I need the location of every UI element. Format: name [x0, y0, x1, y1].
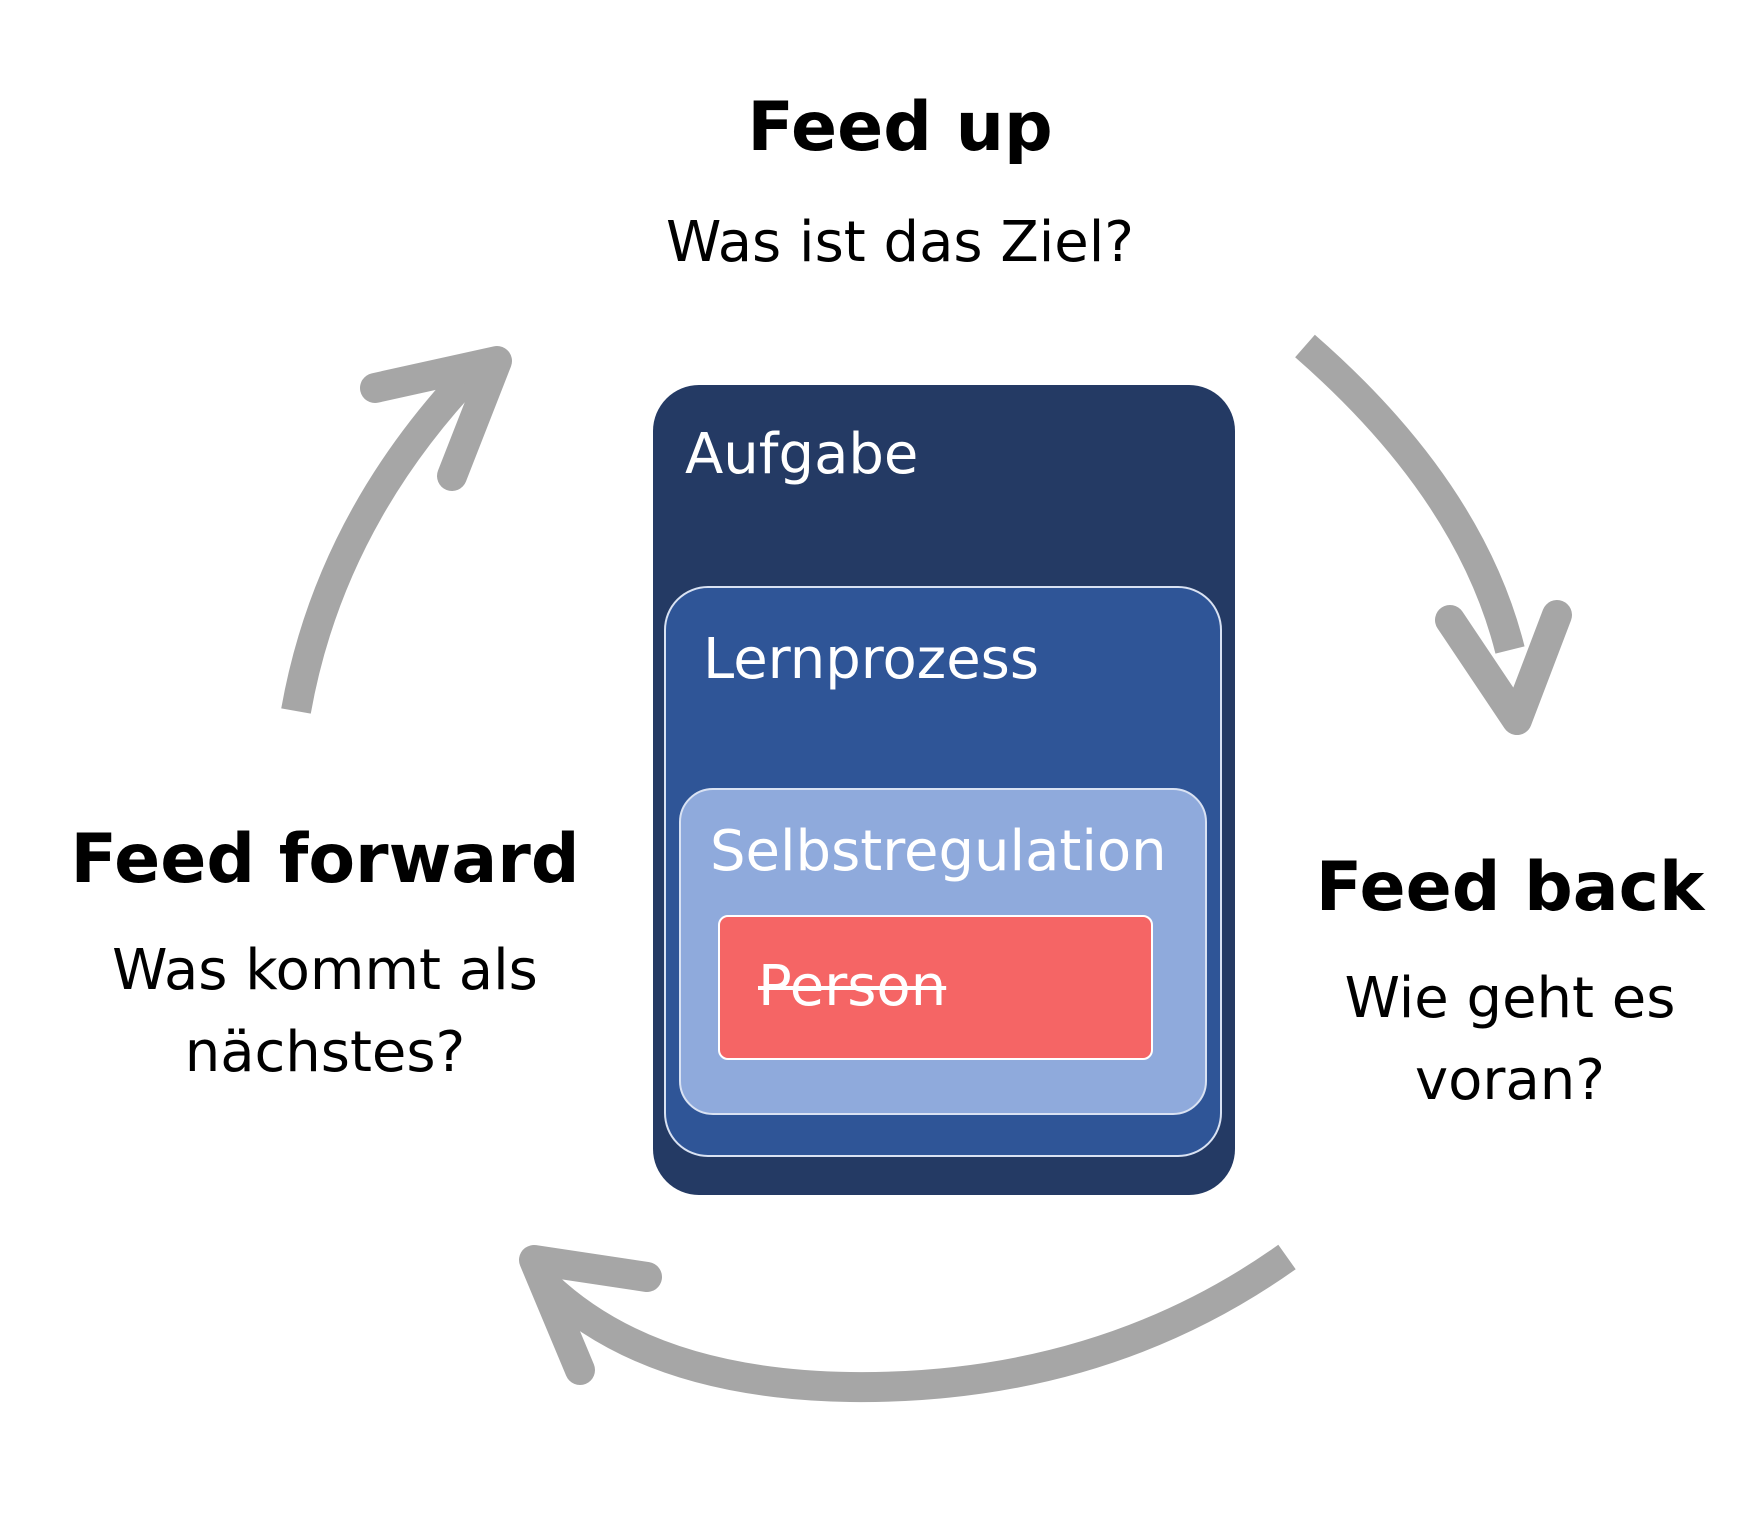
- feed-forward-title: Feed forward: [70, 820, 580, 899]
- person-level-box: Person: [718, 915, 1153, 1060]
- feed-up-question: Was ist das Ziel?: [665, 210, 1135, 275]
- person-label-struck-through: Person: [758, 954, 947, 1019]
- feed-forward-label: Feed forward Was kommt als nächstes?: [60, 820, 590, 1094]
- selbstregulation-label: Selbstregulation: [710, 819, 1167, 884]
- feed-back-label: Feed back Wie geht es voran?: [1290, 848, 1730, 1122]
- feed-up-label: Feed up Was ist das Ziel?: [560, 88, 1240, 284]
- arrow-feed-forward-to-feed-up: [281, 346, 512, 714]
- arrow-feed-up-to-feed-back: [1295, 334, 1572, 735]
- feed-back-question: Wie geht es voran?: [1344, 966, 1676, 1113]
- feed-forward-question: Was kommt als nächstes?: [112, 938, 538, 1085]
- feed-back-title: Feed back: [1315, 848, 1705, 927]
- aufgabe-label: Aufgabe: [685, 422, 919, 487]
- arrow-feed-back-to-feed-forward: [519, 1244, 1296, 1403]
- feed-up-title: Feed up: [747, 88, 1053, 167]
- lernprozess-label: Lernprozess: [703, 627, 1039, 692]
